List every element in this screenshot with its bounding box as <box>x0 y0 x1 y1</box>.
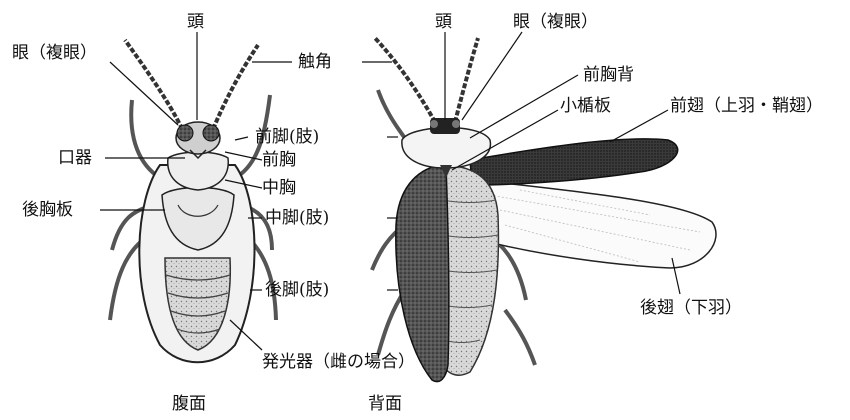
metathoracic-plate-label: 後胸板 <box>22 200 73 220</box>
mesothorax-label: 中胸 <box>262 178 296 198</box>
prothorax-label: 前胸 <box>262 150 296 170</box>
dorsal-eye-label: 眼（複眼） <box>513 12 598 32</box>
dorsal-head-label: 頭 <box>435 12 452 32</box>
midleg-label: 中脚(肢) <box>265 208 329 228</box>
ventral-eye-label: 眼（複眼） <box>12 43 97 63</box>
ventral-head-label: 頭 <box>187 12 204 32</box>
pronotum-label: 前胸背 <box>583 65 634 85</box>
hindleg-label: 後脚(肢) <box>265 280 329 300</box>
antenna-label: 触角 <box>298 52 332 72</box>
scutellum-label: 小楯板 <box>560 96 611 116</box>
mouthparts-label: 口器 <box>58 148 92 168</box>
light-organ-label: 発光器（雌の場合） <box>262 352 415 372</box>
hindwing-label: 後翅（下羽） <box>640 298 742 318</box>
forewing-label: 前翅（上羽・鞘翅） <box>670 96 823 116</box>
ventral-foreleg-label: 前脚(肢) <box>255 127 319 147</box>
ventral-caption: 腹面 <box>172 394 206 414</box>
dorsal-beetle <box>372 38 716 382</box>
dorsal-caption: 背面 <box>368 394 402 414</box>
ventral-beetle <box>110 40 276 362</box>
